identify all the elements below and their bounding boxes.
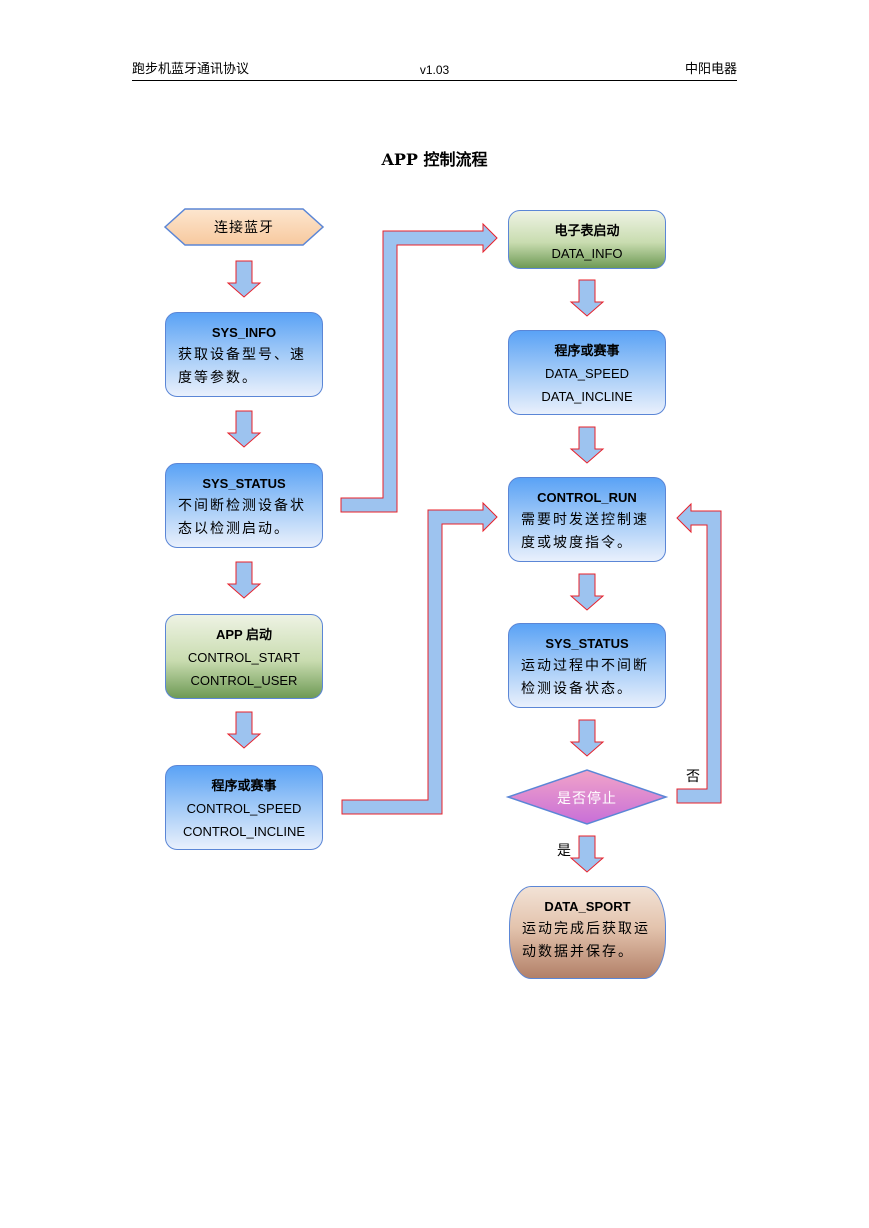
meter-start-title: 电子表启动: [554, 223, 620, 238]
header-company: 中阳电器: [684, 62, 737, 77]
sys-status-right-title: SYS_STATUS: [545, 636, 629, 651]
program-left-title: 程序或赛事: [211, 778, 277, 793]
header-doc-title: 跑步机蓝牙通讯协议: [132, 62, 250, 77]
arrow-down-4: [226, 711, 262, 749]
header-rule: [132, 80, 737, 81]
program-left-line2: CONTROL_INCLINE: [182, 824, 306, 839]
yes-label: 是: [557, 843, 571, 859]
sys-status-right-line1: 运动过程中不间断: [521, 658, 649, 674]
header-version: v1.03: [419, 63, 450, 77]
control-run-line2: 度或坡度指令。: [521, 535, 633, 551]
sys-status-right-line2: 检测设备状态。: [521, 681, 633, 697]
program-box-right: 程序或赛事 DATA_SPEED DATA_INCLINE: [508, 330, 666, 415]
data-sport-box: DATA_SPORT 运动完成后获取运 动数据并保存。: [509, 886, 666, 979]
app-start-title: APP 启动: [215, 627, 273, 642]
arrow-connector-status-to-meter: [340, 222, 498, 513]
program-left-line1: CONTROL_SPEED: [186, 801, 302, 816]
control-run-box: CONTROL_RUN 需要时发送控制速 度或坡度指令。: [508, 477, 666, 562]
arrow-down-3: [226, 561, 262, 599]
sys-status-box-right: SYS_STATUS 运动过程中不间断 检测设备状态。: [508, 623, 666, 708]
decision-label: 是否停止: [557, 791, 617, 807]
meter-start-box: 电子表启动 DATA_INFO: [508, 210, 666, 269]
app-start-line2: CONTROL_USER: [190, 673, 298, 688]
program-right-line1: DATA_SPEED: [544, 366, 630, 381]
page-title: APP 控制流程: [381, 150, 488, 169]
connect-hexagon: [163, 208, 325, 246]
decision-diamond: [505, 769, 669, 825]
control-run-title: CONTROL_RUN: [537, 490, 637, 505]
arrow-down-6: [569, 426, 605, 464]
sys-status-box-left: SYS_STATUS 不间断检测设备状 态以检测启动。: [165, 463, 323, 548]
sys-info-line2: 度等参数。: [178, 370, 258, 386]
no-label: 否: [686, 769, 700, 785]
arrow-down-9: [569, 835, 605, 873]
sys-status-left-title: SYS_STATUS: [202, 476, 286, 491]
program-box-left: 程序或赛事 CONTROL_SPEED CONTROL_INCLINE: [165, 765, 323, 850]
arrow-down-5: [569, 279, 605, 317]
sys-info-box: SYS_INFO 获取设备型号、速 度等参数。: [165, 312, 323, 397]
data-sport-title: DATA_SPORT: [544, 899, 631, 914]
arrow-connector-program-to-run: [341, 501, 498, 815]
data-sport-line2: 动数据并保存。: [522, 944, 634, 960]
arrow-down-8: [569, 719, 605, 757]
control-run-line1: 需要时发送控制速: [521, 512, 649, 528]
arrow-down-7: [569, 573, 605, 611]
app-start-line1: CONTROL_START: [187, 650, 301, 665]
arrow-down-2: [226, 410, 262, 448]
data-sport-line1: 运动完成后获取运: [522, 921, 650, 937]
sys-info-title: SYS_INFO: [211, 325, 277, 340]
program-right-line2: DATA_INCLINE: [541, 389, 633, 404]
arrow-down-1: [226, 260, 262, 298]
sys-status-left-line2: 态以检测启动。: [178, 521, 290, 537]
program-right-title: 程序或赛事: [554, 343, 620, 358]
meter-start-line1: DATA_INFO: [551, 246, 623, 261]
app-start-box: APP 启动 CONTROL_START CONTROL_USER: [165, 614, 323, 699]
sys-info-line1: 获取设备型号、速: [178, 347, 306, 363]
arrow-loop-no: [676, 502, 722, 804]
connect-bluetooth-label: 连接蓝牙: [214, 220, 274, 236]
sys-status-left-line1: 不间断检测设备状: [178, 498, 306, 514]
